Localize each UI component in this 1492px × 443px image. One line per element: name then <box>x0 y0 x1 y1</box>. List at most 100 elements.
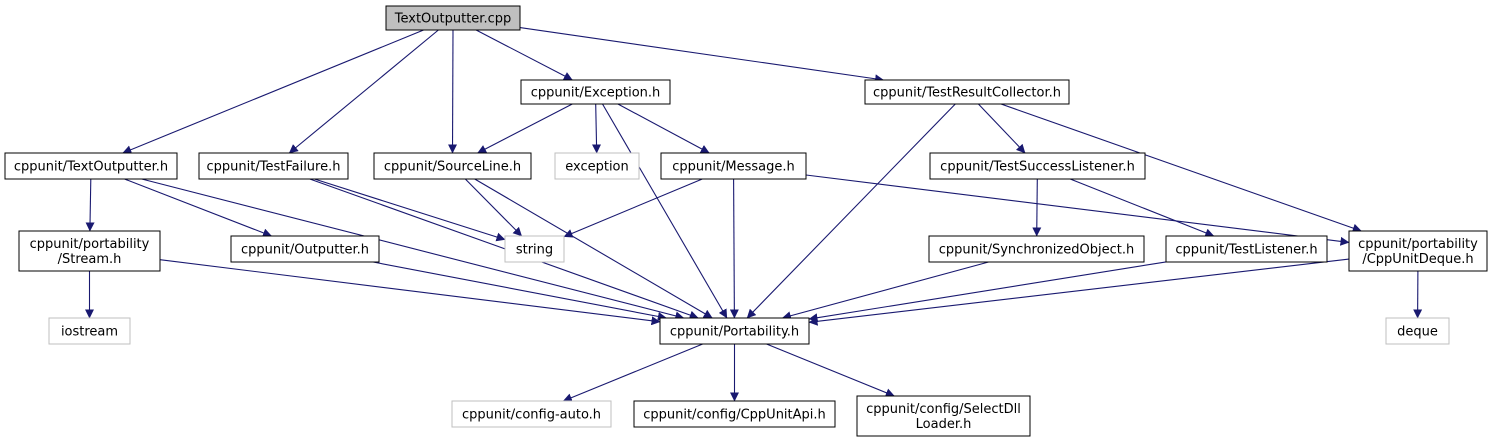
edge-testresultcollector-h-to-cppunitdeque-h <box>1000 103 1362 233</box>
edge-sourceline-h-to-portability-h <box>474 178 713 319</box>
node-portability-h[interactable]: cppunit/Portability.h <box>659 317 810 345</box>
edge-portability-h-to-selectdllloader-h <box>766 343 895 397</box>
node-label: cppunit/TextOutputter.h <box>14 160 168 175</box>
node-testfailure-h[interactable]: cppunit/TestFailure.h <box>198 152 349 180</box>
edge-testresultcollector-h-to-testsuccesslistener-h <box>978 103 1026 154</box>
node-box <box>554 152 640 180</box>
node-box <box>520 79 671 105</box>
node-label: cppunit/config/CppUnitApi.h <box>643 408 826 423</box>
node-testresultcollector-h[interactable]: cppunit/TestResultCollector.h <box>864 79 1070 105</box>
nodes-layer: TextOutputter.cpp cppunit/Exception.h cppu… <box>4 5 1488 437</box>
edge-root-to-sourceline-h <box>448 29 458 154</box>
node-label: cppunit/Outputter.h <box>241 243 369 258</box>
node-box <box>1165 235 1328 263</box>
edge-testlistener-h-to-portability-h <box>808 261 1167 323</box>
node-sourceline-h[interactable]: cppunit/SourceLine.h <box>373 152 532 180</box>
node-label: TextOutputter.cpp <box>394 12 511 27</box>
node-label: exception <box>565 160 629 175</box>
node-box <box>1385 317 1450 345</box>
node-box <box>929 152 1146 180</box>
edge-cppunitdeque-h-to-portability-h <box>808 258 1350 326</box>
edge-root-to-testfailure-h <box>288 29 439 154</box>
node-label: cppunit/portability <box>30 237 150 252</box>
node-box <box>451 400 612 428</box>
node-box <box>18 230 161 272</box>
node-label: cppunit/Message.h <box>672 160 795 175</box>
edge-textoutputter-h-to-outputter-h <box>124 178 272 238</box>
node-box <box>659 317 810 345</box>
node-box <box>385 5 521 31</box>
edge-exception-h-to-message-h <box>617 103 710 154</box>
node-cppunitapi-h[interactable]: cppunit/config/CppUnitApi.h <box>633 400 836 428</box>
node-box <box>198 152 349 180</box>
node-label: cppunit/SourceLine.h <box>384 160 521 175</box>
node-label: cppunit/Portability.h <box>670 325 799 340</box>
edge-root-to-testresultcollector-h <box>519 27 885 84</box>
node-box <box>1348 230 1488 272</box>
edge-message-h-to-string <box>563 178 703 238</box>
node-iostream: iostream <box>48 317 131 345</box>
node-label: cppunit/config-auto.h <box>462 408 601 423</box>
edge-portability-h-to-config-auto-h <box>562 343 703 402</box>
node-testlistener-h[interactable]: cppunit/TestListener.h <box>1165 235 1328 263</box>
node-config-auto-h: cppunit/config-auto.h <box>451 400 612 428</box>
edge-textoutputter-h-to-stream-h <box>85 178 95 232</box>
edge-exception-h-to-portability-h <box>602 103 728 319</box>
edge-testfailure-h-to-string <box>314 178 506 242</box>
edge-root-to-exception-h <box>475 29 573 81</box>
edge-synchronizedobject-h-to-portability-h <box>781 261 989 321</box>
node-message-h[interactable]: cppunit/Message.h <box>660 152 807 180</box>
node-textoutputter-h[interactable]: cppunit/TextOutputter.h <box>4 152 178 180</box>
edge-exception-h-to-sourceline-h <box>477 103 573 154</box>
node-box <box>633 400 836 428</box>
node-label: /CppUnitDeque.h <box>1362 252 1473 267</box>
node-label: cppunit/TestListener.h <box>1175 243 1317 258</box>
edge-testsuccesslistener-h-to-testlistener-h <box>1069 178 1215 238</box>
node-label: Loader.h <box>916 417 972 432</box>
edge-stream-h-to-portability-h <box>159 259 661 326</box>
node-label: /Stream.h <box>58 252 122 267</box>
node-deque: deque <box>1385 317 1450 345</box>
node-exception: exception <box>554 152 640 180</box>
node-label: cppunit/Exception.h <box>531 86 661 101</box>
node-exception-h[interactable]: cppunit/Exception.h <box>520 79 671 105</box>
edge-testsuccesslistener-h-to-synchronizedobject-h <box>1032 178 1042 237</box>
node-label: cppunit/TestSuccessListener.h <box>940 160 1135 175</box>
node-testsuccesslistener-h[interactable]: cppunit/TestSuccessListener.h <box>929 152 1146 180</box>
node-synchronizedobject-h[interactable]: cppunit/SynchronizedObject.h <box>928 235 1145 263</box>
node-box <box>48 317 131 345</box>
edges-layer <box>85 27 1423 402</box>
node-cppunitdeque-h[interactable]: cppunit/portability/CppUnitDeque.h <box>1348 230 1488 272</box>
node-box <box>373 152 532 180</box>
node-label: cppunit/config/SelectDll <box>866 402 1021 417</box>
node-label: cppunit/TestResultCollector.h <box>873 86 1061 101</box>
edge-root-to-textoutputter-h <box>122 29 424 154</box>
node-box <box>856 395 1031 437</box>
node-label: cppunit/TestFailure.h <box>207 160 341 175</box>
node-box <box>230 235 380 263</box>
node-outputter-h[interactable]: cppunit/Outputter.h <box>230 235 380 263</box>
node-label: deque <box>1397 325 1438 340</box>
node-root[interactable]: TextOutputter.cpp <box>385 5 521 31</box>
node-box <box>660 152 807 180</box>
edge-outputter-h-to-portability-h <box>372 261 667 321</box>
node-label: iostream <box>61 325 118 340</box>
edge-message-h-to-cppunitdeque-h <box>805 174 1350 246</box>
node-box <box>504 235 565 263</box>
node-box <box>864 79 1070 105</box>
node-label: string <box>516 243 553 258</box>
edge-testresultcollector-h-to-portability-h <box>746 103 956 319</box>
edge-message-h-to-portability-h <box>729 178 739 319</box>
node-box <box>928 235 1145 263</box>
edge-textoutputter-h-to-portability-h <box>141 178 685 321</box>
node-box <box>4 152 178 180</box>
node-string: string <box>504 235 565 263</box>
edge-sourceline-h-to-string <box>464 178 523 237</box>
edge-exception-h-to-exception <box>592 103 602 154</box>
node-stream-h[interactable]: cppunit/portability/Stream.h <box>18 230 161 272</box>
edge-testfailure-h-to-portability-h <box>309 178 699 320</box>
node-label: cppunit/portability <box>1358 237 1478 252</box>
node-label: cppunit/SynchronizedObject.h <box>939 243 1134 258</box>
